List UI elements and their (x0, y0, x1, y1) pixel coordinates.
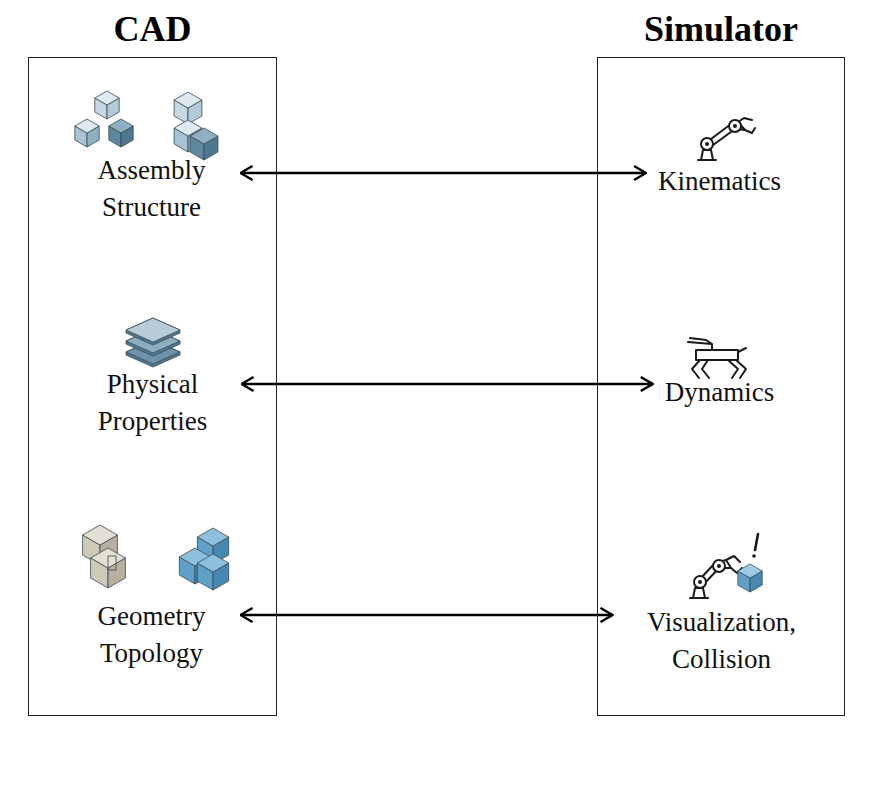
layer-top (126, 318, 180, 342)
item-label: Dynamics (665, 374, 774, 411)
item-label-box: Geometry Topology (67, 596, 237, 674)
panel-box: CADAssembly StructurePhysical Properties… (28, 57, 277, 716)
overlap-outline (108, 556, 116, 570)
cube-face (109, 119, 133, 133)
robot-joint (713, 560, 725, 572)
item-label-box: Physical Properties (68, 364, 238, 442)
robot-base (698, 150, 716, 160)
robot-joint-pin (717, 564, 721, 568)
item-label-box: Visualization, Collision (617, 602, 827, 680)
cube-icon (91, 548, 126, 588)
item-label: Geometry Topology (75, 598, 229, 672)
robot-front-legs (692, 360, 709, 378)
panel-box: SimulatorKinematicsDynamicsVisualization… (597, 57, 845, 716)
robot-joint-pin (705, 142, 709, 146)
item-label-box: Kinematics (650, 161, 789, 202)
item-label: Physical Properties (76, 366, 230, 440)
double-arrow (242, 383, 653, 385)
robot-joint (694, 576, 706, 588)
item-label: Assembly Structure (75, 152, 229, 226)
cube-face (75, 119, 99, 133)
cube-face (738, 564, 762, 578)
robot-joint-pin (733, 124, 737, 128)
cube-face (83, 525, 118, 545)
robot-joint-pin (698, 580, 702, 584)
alert-dot (752, 554, 756, 558)
cube-face (95, 91, 119, 105)
cube-icon (95, 91, 119, 119)
robot-joint (729, 120, 741, 132)
cube-face (190, 128, 218, 144)
robot-hind-legs (728, 360, 746, 378)
item-label-box: Assembly Structure (67, 150, 237, 228)
item-label: Visualization, Collision (625, 604, 819, 678)
robot-body (696, 350, 738, 360)
robot-base (690, 588, 708, 598)
panel-title: Simulator (558, 8, 884, 50)
cube-icon (197, 554, 228, 590)
cube-icon (109, 119, 133, 147)
robot-joint (701, 138, 713, 150)
cube-icon (75, 119, 99, 147)
item-label-box: Dynamics (657, 372, 782, 413)
cube-face (197, 528, 228, 546)
layer-edge (126, 318, 180, 345)
cube-icon (738, 564, 762, 592)
layer-icon (126, 318, 180, 345)
panel-title: CAD (0, 8, 316, 50)
cube-face (197, 554, 228, 572)
item-label: Kinematics (658, 163, 781, 200)
double-arrow (241, 614, 613, 616)
double-arrow (241, 172, 647, 174)
robot-tail (738, 348, 746, 352)
alert-mark (755, 534, 758, 550)
robot-head-arm (688, 338, 712, 350)
cube-icon (174, 92, 202, 124)
cube-face (174, 92, 202, 108)
